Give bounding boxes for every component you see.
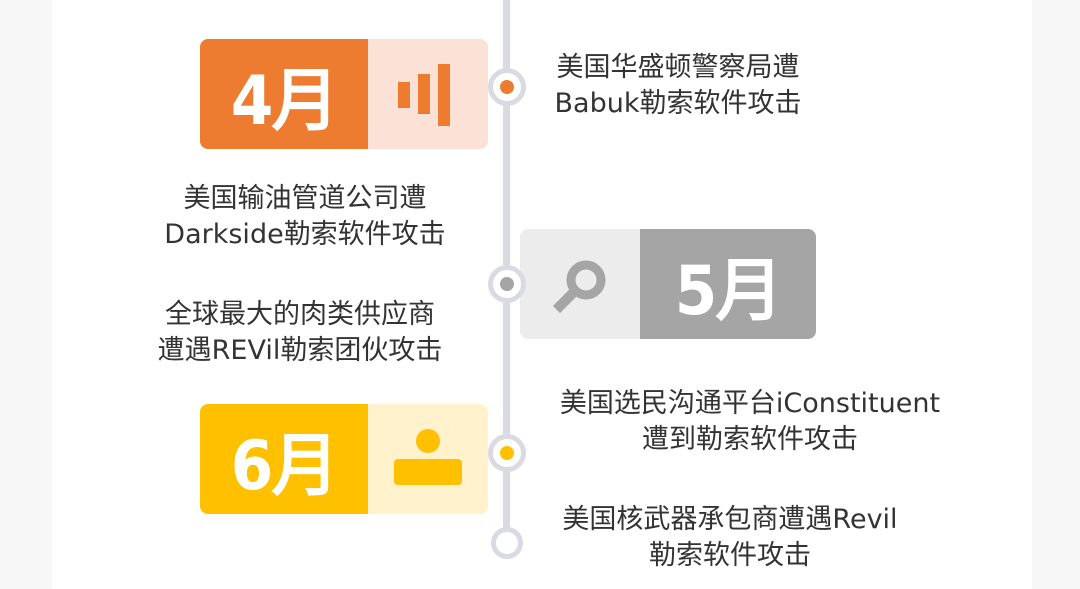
milestone-june-month: 6月 bbox=[200, 404, 368, 514]
milestone-may-badge: 5月 bbox=[520, 229, 816, 339]
timeline-node-june bbox=[488, 434, 526, 472]
event-line: 全球最大的肉类供应商 bbox=[165, 299, 435, 330]
event-line: 美国输油管道公司遭 bbox=[183, 183, 427, 214]
event-line: 美国核武器承包商遭遇Revil bbox=[562, 504, 898, 535]
timeline-node-may-dot bbox=[500, 277, 514, 291]
search-icon bbox=[552, 260, 606, 314]
event-line: 勒索软件攻击 bbox=[649, 540, 811, 571]
event-nuclear-contractor: 美国核武器承包商遭遇Revil 勒索软件攻击 bbox=[530, 502, 930, 574]
timeline-node-may bbox=[488, 265, 526, 303]
timeline-node-june-dot bbox=[500, 446, 514, 460]
event-line: 遭到勒索软件攻击 bbox=[642, 424, 858, 455]
event-line: Babuk勒索软件攻击 bbox=[554, 88, 802, 119]
milestone-june-icon-cell bbox=[368, 404, 488, 514]
event-colonial-pipeline: 美国输油管道公司遭 Darkside勒索软件攻击 bbox=[150, 181, 460, 253]
milestone-april-badge: 4月 bbox=[200, 39, 488, 149]
milestone-april-month: 4月 bbox=[200, 39, 368, 149]
timeline-end-node bbox=[491, 527, 523, 559]
event-line: 美国华盛顿警察局遭 bbox=[556, 52, 800, 83]
milestone-june-badge: 6月 bbox=[200, 404, 488, 514]
milestone-may-icon-cell bbox=[520, 229, 640, 339]
timeline-node-april-dot bbox=[500, 80, 514, 94]
event-washington-police: 美国华盛顿警察局遭 Babuk勒索软件攻击 bbox=[528, 50, 828, 122]
bar-chart-icon bbox=[398, 64, 450, 126]
event-line: 美国选民沟通平台iConstituent bbox=[559, 388, 941, 419]
milestone-april-icon-cell bbox=[368, 39, 488, 149]
event-line: 遭遇REVil勒索团伙攻击 bbox=[157, 335, 443, 366]
event-iconstituent: 美国选民沟通平台iConstituent 遭到勒索软件攻击 bbox=[530, 386, 970, 458]
user-icon bbox=[394, 429, 462, 485]
timeline-node-april bbox=[488, 68, 526, 106]
milestone-may-month: 5月 bbox=[640, 229, 816, 339]
event-meat-supplier: 全球最大的肉类供应商 遭遇REVil勒索团伙攻击 bbox=[135, 297, 465, 369]
event-line: Darkside勒索软件攻击 bbox=[164, 219, 446, 250]
